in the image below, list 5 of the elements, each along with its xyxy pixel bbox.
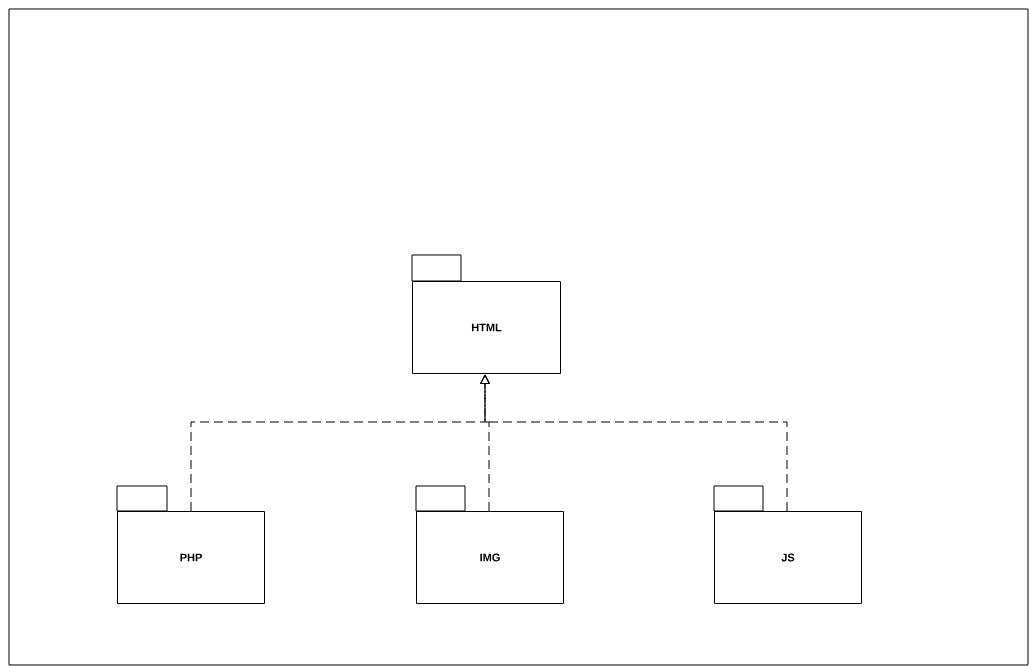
- package-box: HTML: [411, 254, 561, 374]
- package-box: IMG: [415, 485, 564, 604]
- package-box: JS: [713, 485, 862, 604]
- dependency-arrow: [480, 374, 788, 512]
- package-box: PHP: [116, 485, 265, 604]
